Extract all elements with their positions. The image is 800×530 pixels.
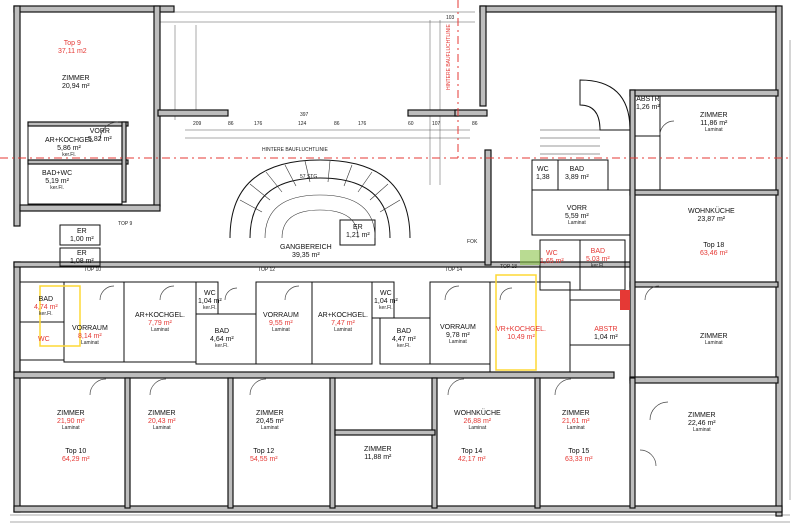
room-label: WC (38, 336, 50, 343)
dimension-label: 86 (228, 121, 234, 127)
room-label: BAD+WC 5,19 m² ker.Fl. (42, 170, 73, 191)
room-label: ABSTR 1,04 m² (594, 326, 618, 341)
room-label: WOHNKÜCHE 26,88 m² Laminat (454, 410, 501, 431)
dimension-label: 124 (298, 121, 307, 127)
door-swings (89, 120, 675, 467)
unit-top18: Top 18 63,46 m² (700, 242, 728, 257)
room-label: AR+KOCHGEL. 7,47 m² Laminat (318, 312, 368, 333)
dimension-label: 397 (300, 112, 309, 118)
dimension-label: 86 (334, 121, 340, 127)
partitions (19, 95, 777, 378)
dimension-label: 176 (254, 121, 263, 127)
room-label: ER 1,08 m² (70, 250, 94, 265)
room-label: ZIMMER 20,94 m² (62, 75, 90, 90)
room-label: VORRAUM 8,14 m² Laminat (72, 325, 108, 346)
room-label: ZIMMER 22,46 m² Laminat (688, 412, 716, 433)
top-marker: TOP 10 (84, 267, 102, 273)
top-marker: TOP 14 (445, 267, 463, 273)
walls (13, 5, 783, 517)
top-marker: TOP 9 (118, 221, 133, 227)
street-line-label: HINTERE BAUFLUCHTLINIE (262, 147, 328, 153)
room-label: VORRAUM 9,78 m² Laminat (440, 324, 476, 345)
dimension-label: 176 (358, 121, 367, 127)
room-label: BAD 5,03 m² ker.Fl. (586, 248, 610, 269)
room-label: BAD 3,89 m² (565, 166, 589, 181)
unit-top12: Top 12 54,55 m² (250, 448, 278, 463)
room-label: ER 1,00 m² (70, 228, 94, 243)
room-label: BAD 4,47 m² ker.Fl. (392, 328, 416, 349)
stair-count: 57 STG (300, 174, 318, 180)
staircase (229, 79, 631, 239)
room-label: VORR 5,59 m² Laminat (565, 205, 589, 226)
room-label: WC 1,38 (536, 166, 550, 181)
room-label: WOHNKÜCHE 23,87 m² (688, 208, 735, 223)
room-label: WC 1,04 m² ker.Fl. (198, 290, 222, 311)
unit-top15: Top 15 63,33 m² (565, 448, 593, 463)
top-marker: TOP 12 (258, 267, 276, 273)
room-label: ZIMMER 20,45 m² Laminat (256, 410, 284, 431)
room-label: ZIMMER 21,90 m² Laminat (57, 410, 85, 431)
room-label: BAD 4,64 m² ker.Fl. (210, 328, 234, 349)
room-label: VORRAUM 9,55 m² Laminat (263, 312, 299, 333)
unit-top9: Top 9 37,11 m2 (58, 40, 87, 55)
room-label: ZIMMER 11,86 m² Laminat (700, 112, 728, 133)
unit-top10: Top 10 64,29 m² (62, 448, 90, 463)
room-label: WC 1,65 m² (540, 250, 564, 265)
room-label: ABSTR 1,26 m² (636, 96, 660, 111)
shaft-marker (620, 290, 630, 310)
fok-label: FOK (467, 239, 478, 245)
top-10-outline (39, 285, 81, 347)
room-label: ZIMMER 11,88 m² (364, 446, 392, 461)
room-label: WC 1,04 m² ker.Fl. (374, 290, 398, 311)
shaft-hatch (520, 250, 540, 265)
dimension-label: 86 (472, 121, 478, 127)
room-label: VR+KOCHGEL. 10,49 m² (496, 326, 546, 341)
dimension-label: 60 (408, 121, 414, 127)
room-label: BAD 4,74 m² ker.Fl. (34, 296, 58, 317)
dimension-label: 209 (193, 121, 202, 127)
top-18-outline (495, 274, 537, 371)
top-marker: TOP 18 (500, 264, 518, 270)
room-label: ER 1,21 m² (346, 224, 370, 239)
street-line-vertical-label: HINTERE BAUFLUCHTLINIE (446, 24, 452, 90)
room-label: GANGBEREICH 39,35 m² (280, 244, 332, 259)
unit-top14: Top 14 42,17 m² (458, 448, 486, 463)
room-label: ZIMMER Laminat (700, 333, 728, 346)
room-label: ZIMMER 21,61 m² Laminat (562, 410, 590, 431)
dimension-label: 107 (432, 121, 441, 127)
dimension-lines (10, 11, 791, 523)
room-label: AR+KOCHGEL 5,86 m² ker.Fl. (45, 137, 94, 158)
dimension-label: 103 (446, 15, 455, 21)
room-label: AR+KOCHGEL. 7,79 m² Laminat (135, 312, 185, 333)
room-label: VORR 5,82 m² (88, 128, 112, 143)
room-label: ZIMMER 20,43 m² Laminat (148, 410, 176, 431)
